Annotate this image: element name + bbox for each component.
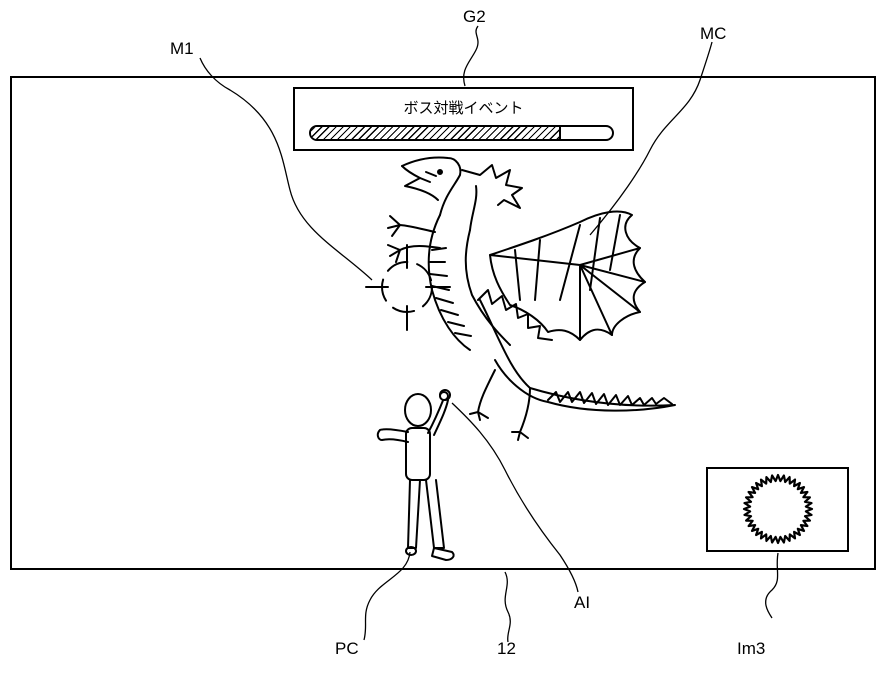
player-character[interactable] bbox=[376, 389, 455, 561]
sun-burst-icon bbox=[742, 473, 814, 545]
boss-hp-fill bbox=[311, 127, 561, 139]
attack-item[interactable] bbox=[439, 391, 449, 401]
label-im3: Im3 bbox=[737, 639, 766, 658]
leader-im3 bbox=[765, 552, 779, 619]
boss-hp-gauge bbox=[309, 125, 614, 141]
game-screen[interactable] bbox=[10, 76, 876, 570]
leader-ai bbox=[451, 402, 579, 593]
boss-event-panel: ボス対戦イベント bbox=[293, 87, 634, 151]
leader-g2 bbox=[463, 25, 479, 87]
label-pc: PC bbox=[335, 639, 359, 658]
item-image-box[interactable] bbox=[706, 467, 849, 552]
label-m1: M1 bbox=[170, 39, 194, 58]
leader-m1 bbox=[199, 57, 373, 281]
leader-pc bbox=[363, 551, 411, 641]
label-ai: AI bbox=[574, 593, 591, 612]
leader-12 bbox=[504, 571, 511, 643]
crosshair-icon[interactable] bbox=[365, 244, 451, 331]
event-title: ボス対戦イベント bbox=[403, 99, 524, 117]
label-g2: G2 bbox=[463, 7, 486, 26]
label-12: 12 bbox=[497, 639, 516, 658]
label-mc: MC bbox=[700, 24, 727, 43]
dragon[interactable] bbox=[387, 156, 676, 441]
leader-mc bbox=[589, 41, 713, 236]
